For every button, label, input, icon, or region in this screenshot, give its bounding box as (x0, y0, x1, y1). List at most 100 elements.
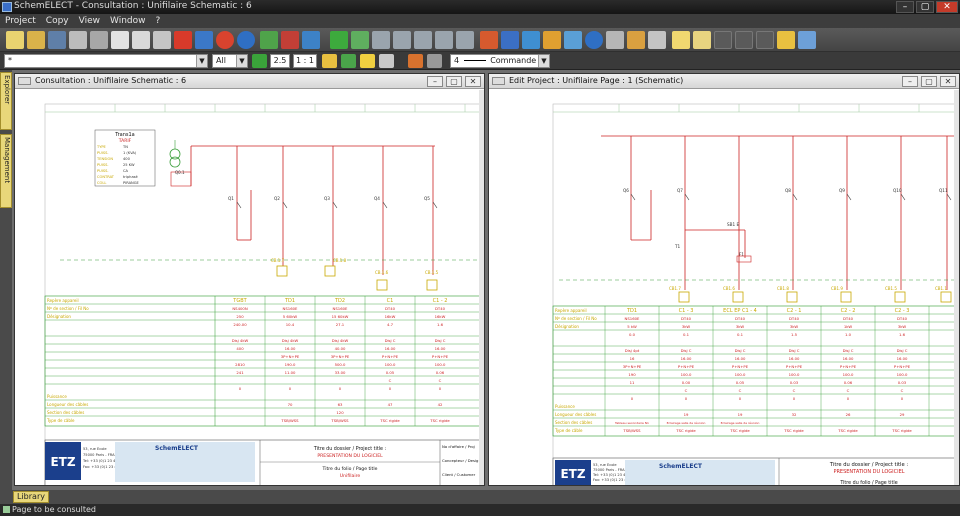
panel-close-button[interactable]: ✕ (940, 76, 956, 87)
last-page-icon[interactable] (435, 31, 453, 49)
tab-library[interactable]: Library (13, 491, 49, 503)
copy-icon[interactable] (111, 31, 129, 49)
consultation-panel-titlebar: Consultation : Unifilaire Schematic : 6 … (15, 74, 484, 89)
next-page-icon[interactable] (372, 31, 390, 49)
lock-icon[interactable] (379, 54, 394, 68)
document-icon (18, 77, 31, 85)
panel-maximize-button[interactable]: ▢ (446, 76, 462, 87)
left-schematic-canvas[interactable]: Trans1a TARIF TYPE TN PUISS. 1 (KVA) TEN… (15, 90, 481, 486)
panel-minimize-button[interactable]: – (902, 76, 918, 87)
table-cell: 26 (846, 412, 851, 417)
table-cell: TSC rigide (729, 428, 750, 433)
consultation-panel[interactable]: Consultation : Unifilaire Schematic : 6 … (14, 73, 485, 486)
panel-close-button[interactable]: ✕ (465, 76, 481, 87)
line-style-combo[interactable]: 4 Commande ▼ (450, 54, 550, 68)
vertical-scrollbar[interactable] (954, 90, 959, 485)
edit-panel[interactable]: Edit Project : Unifilaire Page : 1 (Sche… (488, 73, 960, 486)
delete-icon[interactable] (174, 31, 192, 49)
circuit-data-table: Repère appareil Nº de section / Fil No D… (44, 295, 481, 427)
calendar-icon[interactable] (351, 31, 369, 49)
maximize-button[interactable]: ▢ (916, 1, 934, 13)
page-gray3-icon[interactable] (756, 31, 774, 49)
vertical-scrollbar[interactable] (479, 90, 484, 485)
page-gray2-icon[interactable] (735, 31, 753, 49)
save-icon[interactable] (48, 31, 66, 49)
lightbulb-icon[interactable] (360, 54, 375, 68)
row-label: Repère appareil (47, 298, 79, 303)
erase-icon[interactable] (648, 31, 666, 49)
pen-icon[interactable] (341, 54, 356, 68)
tab-explorer-label: Explorer (3, 75, 11, 105)
brush-icon[interactable] (427, 54, 442, 68)
tab-management-label: Management (3, 137, 11, 184)
previous-icon[interactable] (393, 31, 411, 49)
table-cell: 500.0 (335, 362, 346, 367)
close-button[interactable]: ✕ (936, 1, 958, 13)
scale-value[interactable]: 1 : 1 (293, 54, 317, 68)
align-icon[interactable] (322, 54, 337, 68)
menu-help[interactable]: ? (155, 16, 161, 26)
menu-project[interactable]: Project (5, 16, 36, 26)
row-label: Longueur des câbles (47, 402, 88, 407)
forward-icon[interactable] (414, 31, 432, 49)
first-page-icon[interactable] (330, 31, 348, 49)
new-icon[interactable] (6, 31, 24, 49)
table-cell: 16.00 (681, 356, 692, 361)
page-settings-icon[interactable] (798, 31, 816, 49)
table-cell: 0 (847, 396, 850, 401)
grid-icon[interactable] (252, 54, 267, 68)
menu-window[interactable]: Window (110, 16, 146, 26)
address-line: 75000 Paris - FRANCE (83, 453, 123, 457)
chevron-down-icon: ▼ (538, 55, 549, 67)
breaker-label: Q6 (623, 188, 629, 193)
page-gray-icon[interactable] (714, 31, 732, 49)
cross-icon[interactable] (606, 31, 624, 49)
minimize-button[interactable]: – (896, 1, 914, 13)
table-cell: TSB/WSS (622, 428, 641, 433)
jump-icon[interactable] (456, 31, 474, 49)
tools-icon[interactable] (543, 31, 561, 49)
new-page-icon[interactable] (672, 31, 690, 49)
table-cell: Disj 4pt (625, 348, 640, 353)
breaker-label: Q5 (424, 196, 430, 201)
tab-explorer[interactable]: Explorer (0, 72, 12, 130)
properties-icon[interactable] (585, 31, 603, 49)
print-icon[interactable] (153, 31, 171, 49)
layer-combo[interactable]: * ▼ (4, 54, 208, 68)
company-logo (555, 460, 591, 485)
table-cell: P+N+PE (732, 364, 749, 369)
panel-maximize-button[interactable]: ▢ (921, 76, 937, 87)
grid-value[interactable]: 2.5 (270, 54, 290, 68)
print-preview-icon[interactable] (69, 31, 87, 49)
table-cell: 240.00 (233, 322, 247, 327)
stop-icon[interactable] (216, 31, 234, 49)
component-icon[interactable] (480, 31, 498, 49)
cut-icon[interactable] (90, 31, 108, 49)
breaker-label: Q4 (374, 196, 380, 201)
table-cell: 3P+N+PE (623, 364, 642, 369)
info-icon[interactable] (302, 31, 320, 49)
tab-management[interactable]: Management (0, 134, 12, 208)
undo-icon[interactable] (195, 31, 213, 49)
panel-minimize-button[interactable]: – (427, 76, 443, 87)
wire-icon[interactable] (627, 31, 645, 49)
paste-icon[interactable] (132, 31, 150, 49)
select-icon[interactable] (564, 31, 582, 49)
help-icon[interactable] (237, 31, 255, 49)
terminal-label: CB.1.6 (375, 270, 389, 275)
table-icon[interactable] (522, 31, 540, 49)
page-info-icon[interactable] (777, 31, 795, 49)
menu-copy[interactable]: Copy (45, 16, 69, 26)
check-icon[interactable] (281, 31, 299, 49)
filter-combo[interactable]: All ▼ (212, 54, 248, 68)
terminal-label: CB.1.8 (333, 258, 347, 263)
menu-view[interactable]: View (78, 16, 100, 26)
landscape-icon[interactable] (260, 31, 278, 49)
right-schematic-canvas[interactable]: Q6 Q7 Q8 Q9 Q10 Q11 SB1 E T1 F1 CB1.7 CB… (489, 90, 956, 486)
table-cell: 100.0 (435, 362, 446, 367)
text-icon[interactable] (501, 31, 519, 49)
open-folder-icon[interactable] (27, 31, 45, 49)
column-header: C2 - 2 (841, 308, 856, 314)
add-page-icon[interactable] (693, 31, 711, 49)
line-color-icon[interactable] (408, 54, 423, 68)
